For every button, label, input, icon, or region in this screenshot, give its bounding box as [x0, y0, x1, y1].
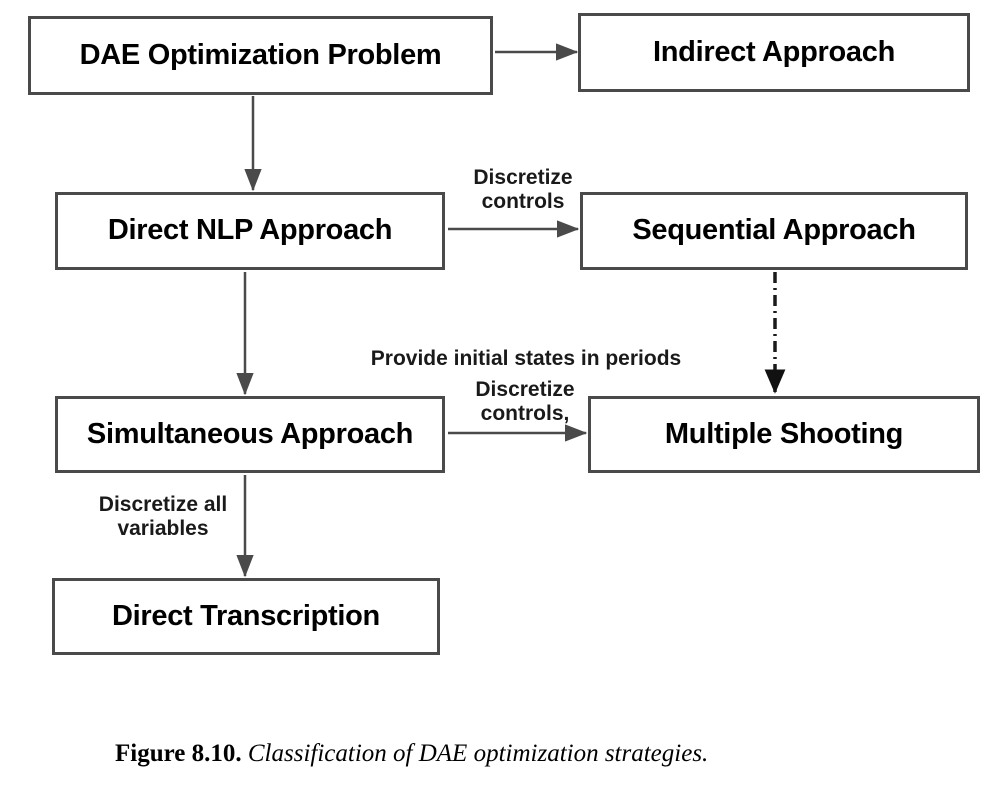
node-direct-transcription[interactable]: Direct Transcription [52, 578, 440, 655]
node-direct-nlp-approach[interactable]: Direct NLP Approach [55, 192, 445, 270]
edge-label-discretize-controls-1: Discretize controls [473, 166, 573, 214]
edge-label-provide-initial-states: Provide initial states in periods [370, 347, 682, 370]
node-indirect-approach[interactable]: Indirect Approach [578, 13, 970, 92]
node-simultaneous-approach[interactable]: Simultaneous Approach [55, 396, 445, 473]
edge-label-discretize-all-variables: Discretize all variables [98, 493, 228, 541]
node-multiple-shooting[interactable]: Multiple Shooting [588, 396, 980, 473]
figure-caption-text: Classification of DAE optimization strat… [247, 740, 709, 767]
edge-label-discretize-controls-2: Discretize controls, [475, 378, 575, 426]
node-dae-optimization-problem[interactable]: DAE Optimization Problem [28, 16, 493, 95]
figure-caption: Figure 8.10. Classification of DAE optim… [115, 740, 708, 768]
node-sequential-approach[interactable]: Sequential Approach [580, 192, 968, 270]
figure-caption-label: Figure 8.10. [115, 740, 242, 767]
